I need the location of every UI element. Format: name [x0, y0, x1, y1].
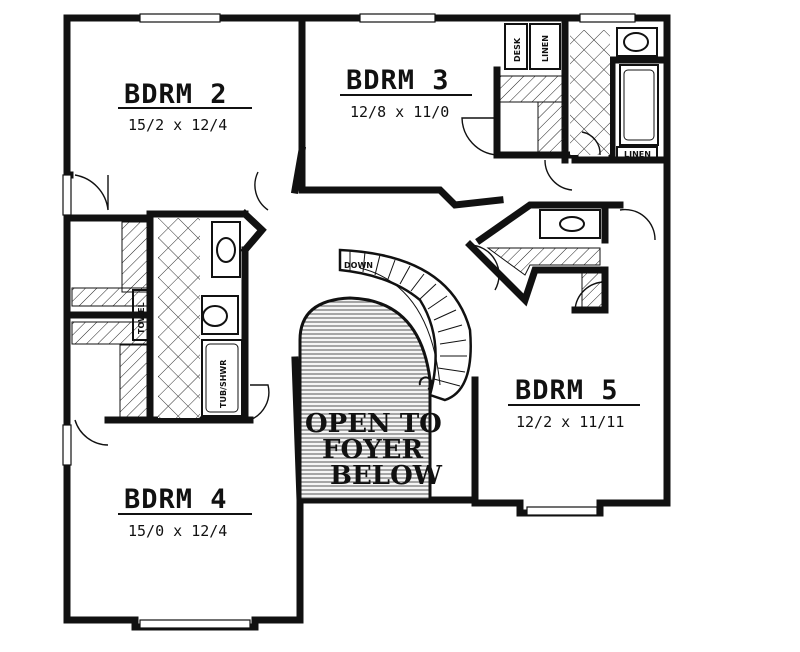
staircase: [298, 248, 472, 502]
linen-right-label: LINEN: [624, 150, 651, 159]
closets: [71, 75, 603, 418]
bdrm2-name: BDRM 2: [124, 79, 228, 110]
bdrm5-name: BDRM 5: [515, 375, 619, 406]
fixture-labels: DESK LINEN LINEN TOWEL TUB/SHWR DOWN: [137, 35, 651, 408]
stair-down-label: DOWN: [344, 261, 373, 270]
doors: [74, 117, 656, 446]
bdrm4-dims: 15/0 x 12/4: [128, 522, 227, 540]
tub-shower-label: TUB/SHWR: [219, 360, 228, 408]
bdrm3-name: BDRM 3: [346, 65, 450, 96]
bdrm5-dims: 12/2 x 11/11: [516, 413, 624, 431]
open-to-foyer-label: OPEN TO FOYER BELOW: [305, 409, 443, 491]
open-to-line2: FOYER: [322, 435, 423, 465]
bathrooms: [132, 23, 659, 418]
open-to-line3: BELOW: [330, 461, 443, 491]
bdrm3-dims: 12/8 x 11/0: [350, 103, 449, 121]
bdrm4-name: BDRM 4: [124, 484, 228, 515]
bdrm2-dims: 15/2 x 12/4: [128, 116, 227, 134]
room-labels: BDRM 2 15/2 x 12/4 BDRM 3 12/8 x 11/0 BD…: [118, 65, 640, 540]
open-to-line1: OPEN TO: [305, 409, 442, 439]
towel-label: TOWEL: [137, 302, 146, 334]
windows: [62, 13, 636, 629]
desk-label: DESK: [513, 37, 522, 62]
linen-top-label: LINEN: [541, 35, 550, 62]
